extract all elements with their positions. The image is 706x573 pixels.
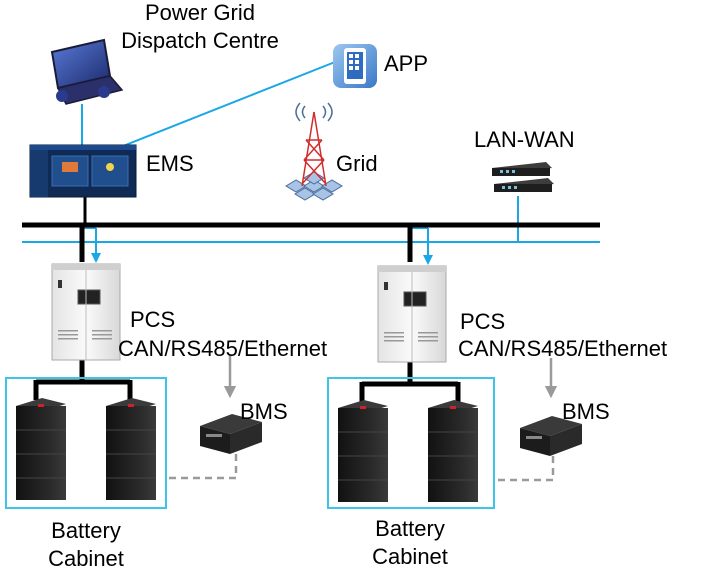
lan-wan-label: LAN-WAN [474,127,575,152]
battery-label-right-line1: Battery [375,516,445,541]
app-label: APP [384,51,429,76]
pcs-label-left: PCS [130,307,176,332]
battery-rack-icon-left-1 [16,398,66,500]
bms-label-right: BMS [562,399,610,424]
battery-label-left-line1: Battery [51,518,121,543]
comm-lines [22,61,600,265]
ems-to-app-link [117,61,336,149]
bms-to-battery-right [494,456,555,482]
bms-module-icon-left [200,414,262,454]
transmission-tower-icon [285,102,343,201]
battery-cabinet-frame-left [5,377,167,509]
ems-label: EMS [146,151,194,176]
comm-label-right: CAN/RS485/Ethernet [458,336,668,361]
grid-label: Grid [336,151,378,176]
bms-label-left: BMS [240,399,288,424]
power-lines [22,196,600,402]
battery-cabinet-frame-right [327,377,495,509]
pcs-cabinet-icon-right [377,265,447,363]
bms-links [166,356,558,482]
bms-to-battery-left [166,454,238,480]
battery-rack-icon-right-1 [338,400,388,502]
pcs-cabinet-icon-left [51,263,121,361]
ems-screen-icon [29,144,137,198]
network-switch-icon [492,162,554,192]
battery-rack-icon-right-2 [428,400,478,502]
laptop-icon [50,38,124,105]
pcs-label-right: PCS [460,309,506,334]
bms-module-icon-right [520,416,582,456]
battery-label-right-line2: Cabinet [372,544,448,569]
smartphone-icon [333,44,377,88]
battery-label-left-line2: Cabinet [48,546,124,571]
dispatch-label-line2: Dispatch Centre [121,28,279,53]
battery-rack-icon-left-2 [106,398,156,500]
comm-label-left: CAN/RS485/Ethernet [118,336,328,361]
dispatch-label-line1: Power Grid [144,0,256,25]
